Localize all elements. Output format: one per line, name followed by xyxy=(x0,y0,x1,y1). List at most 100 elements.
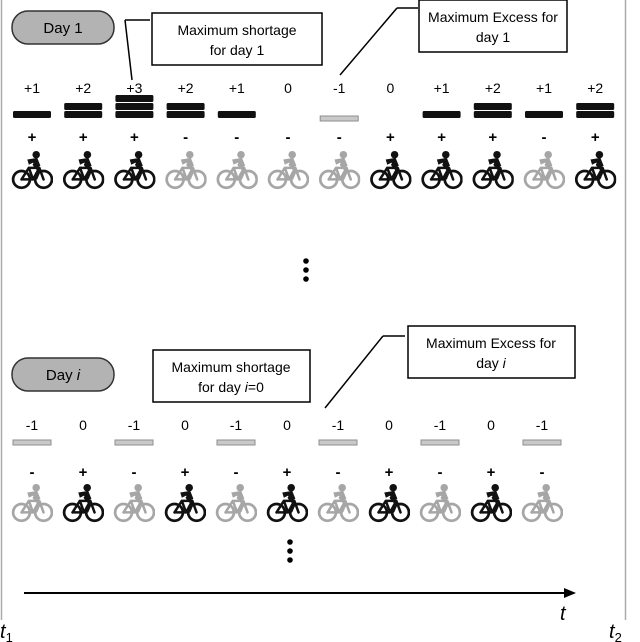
item-1: +2+ xyxy=(62,80,105,190)
day-1-excess-text-line1: Maximum Excess for xyxy=(428,9,558,25)
surplus-bar xyxy=(115,111,154,118)
item-sign: + xyxy=(130,129,139,146)
item-sign: + xyxy=(487,464,496,481)
item-value-label: -1 xyxy=(230,417,243,433)
item-4: +1- xyxy=(216,80,258,190)
item-sign: - xyxy=(234,464,239,481)
bicycle-icon xyxy=(318,150,361,190)
bicycle-icon xyxy=(11,150,53,190)
item-value-label: -1 xyxy=(128,417,141,433)
day-i-excess-text-line2: day i xyxy=(476,355,506,371)
item-9: 0+ xyxy=(470,417,512,523)
item-8: +1 + xyxy=(421,80,463,190)
item-2: +3+ xyxy=(114,80,156,190)
item-value-label: -1 xyxy=(332,417,345,433)
day-1-excess-callout-line xyxy=(339,7,398,76)
time-axis-label: t xyxy=(560,603,567,625)
surplus-bar xyxy=(473,111,512,118)
deficit-bar xyxy=(12,439,52,446)
surplus-bar xyxy=(64,103,103,110)
bicycle-icon xyxy=(164,483,206,523)
bicycle-icon xyxy=(62,150,105,190)
day-i-badge-label-var: i xyxy=(77,367,81,384)
item-value-label: 0 xyxy=(79,417,87,433)
day-i-excess-callout-line xyxy=(324,335,384,409)
item-10: -1- xyxy=(521,417,563,523)
item-sign: - xyxy=(336,464,341,481)
day-1-section: Day 1 Maximum shortage for day 1 Maximum… xyxy=(11,0,617,190)
day-i-badge xyxy=(11,357,115,392)
item-value-label: +2 xyxy=(485,80,501,96)
deficit-bar xyxy=(420,439,460,446)
surplus-bar xyxy=(217,111,256,118)
item-value-label: -1 xyxy=(26,417,39,433)
item-5: 0- xyxy=(267,80,309,190)
item-sign: + xyxy=(385,464,394,481)
surplus-bar xyxy=(115,103,154,110)
ellipsis-top xyxy=(303,258,309,282)
item-value-label: +1 xyxy=(434,80,450,96)
day-i-badge-label-prefix: Day xyxy=(46,367,77,384)
day-i-excess-callout-box xyxy=(407,325,576,379)
item-value-label: 0 xyxy=(487,417,495,433)
day-i-shortage-text-line1: Maximum shortage xyxy=(171,359,290,375)
bicycle-icon xyxy=(216,150,258,190)
day-i-badge-label: Day i xyxy=(46,367,81,384)
item-sign: + xyxy=(181,464,190,481)
bicycle-icon xyxy=(62,483,104,523)
day-i-section: Day i Maximum shortage for day i=0 Maxim… xyxy=(11,325,576,523)
item-sign: - xyxy=(183,129,188,146)
item-value-label: +1 xyxy=(536,80,552,96)
item-0: -1 - xyxy=(11,417,53,523)
bicycle-icon xyxy=(574,150,617,190)
surplus-bar xyxy=(473,103,512,110)
item-10: +1 - xyxy=(523,80,565,190)
item-value-label: +2 xyxy=(75,80,91,96)
item-3: +2- xyxy=(165,80,207,190)
item-sign: - xyxy=(234,129,239,146)
item-value-label: 0 xyxy=(385,417,393,433)
bicycle-icon xyxy=(114,150,156,190)
item-sign: + xyxy=(79,464,88,481)
surplus-bar xyxy=(115,95,154,102)
deficit-bar xyxy=(522,439,562,446)
item-3: 0+ xyxy=(164,417,206,523)
bicycle-icon xyxy=(215,483,257,523)
bicycle-icon xyxy=(266,483,308,523)
deficit-bar xyxy=(319,115,359,122)
day-i-shortage-callout-box xyxy=(152,349,311,403)
item-sign: + xyxy=(437,129,446,146)
item-6: -1 - xyxy=(317,417,359,523)
day-1-shortage-callout-box xyxy=(151,12,323,66)
item-sign: + xyxy=(283,464,292,481)
item-7: 0+ xyxy=(370,80,412,190)
bicycle-icon xyxy=(521,483,563,523)
item-2: -1 - xyxy=(113,417,155,523)
bicycle-icon xyxy=(419,483,461,523)
bicycle-icon xyxy=(11,483,53,523)
surplus-bar xyxy=(166,103,205,110)
item-sign: - xyxy=(438,464,443,481)
item-0: +1+ xyxy=(11,80,53,190)
bicycle-icon xyxy=(370,150,412,190)
surplus-bar xyxy=(13,111,51,118)
item-8: -1- xyxy=(419,417,461,523)
bicycle-icon xyxy=(421,150,463,190)
day-1-badge xyxy=(11,10,115,45)
item-9: +2 + xyxy=(472,80,514,190)
item-sign: - xyxy=(542,129,547,146)
item-sign: - xyxy=(132,464,137,481)
day-1-shortage-text-line2: for day 1 xyxy=(210,42,265,58)
surplus-bar xyxy=(576,103,615,110)
day-1-item-row: +1++2++3++2-+1-0--1-0++1++2++1-+2+ xyxy=(11,80,617,190)
item-sign: + xyxy=(488,129,497,146)
item-7: 0+ xyxy=(368,417,410,523)
item-value-label: 0 xyxy=(387,80,395,96)
t1-label: t1 xyxy=(0,621,13,642)
item-6: -1- xyxy=(318,80,361,190)
item-sign: - xyxy=(30,464,35,481)
day-1-excess-text-line2: day 1 xyxy=(476,29,510,45)
item-value-label: 0 xyxy=(283,417,291,433)
item-sign: - xyxy=(540,464,545,481)
